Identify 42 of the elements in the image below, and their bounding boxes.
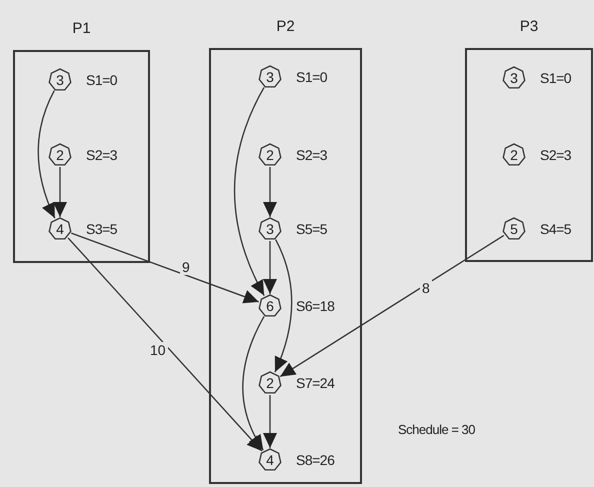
arrow [68, 237, 262, 452]
task-node: 3 [258, 65, 282, 89]
start-time-label: S1=0 [86, 71, 118, 89]
start-time-label: S1=0 [540, 69, 572, 87]
arrow [263, 241, 277, 294]
task-node: 2 [48, 143, 72, 167]
start-time-label: S1=0 [296, 68, 328, 86]
arrow [280, 234, 504, 378]
processor-label: P3 [520, 17, 538, 37]
start-time-label: S6=18 [296, 297, 334, 315]
arrow [242, 316, 265, 450]
start-time-label: S5=5 [296, 220, 328, 238]
task-node: 3 [48, 68, 72, 92]
arrow [263, 395, 277, 448]
task-node: 6 [258, 294, 282, 318]
arrow [263, 167, 277, 217]
start-time-label: S3=5 [86, 220, 118, 238]
schedule-note: Schedule = 30 [398, 421, 475, 439]
task-node: 4 [258, 448, 282, 472]
task-node: 5 [502, 217, 526, 241]
edge-label: 9 [180, 259, 192, 275]
task-node: 2 [502, 143, 526, 167]
start-time-label: S4=5 [540, 220, 572, 238]
arrow [234, 87, 265, 296]
edge-label: 8 [420, 280, 432, 296]
start-time-label: S2=3 [296, 146, 328, 164]
arrow [71, 232, 259, 304]
start-time-label: S2=3 [540, 146, 572, 164]
task-node: 3 [502, 66, 526, 90]
start-time-label: S8=26 [296, 451, 334, 469]
task-node: 4 [48, 217, 72, 241]
arrow [274, 239, 292, 372]
task-node: 2 [258, 371, 282, 395]
start-time-label: S7=24 [296, 374, 334, 392]
arrow [38, 90, 56, 218]
processor-label: P1 [72, 19, 91, 39]
task-node: 3 [258, 217, 282, 241]
task-node: 2 [258, 143, 282, 167]
edge-label: 10 [148, 342, 168, 358]
arrow [53, 167, 67, 217]
start-time-label: S2=3 [86, 146, 118, 164]
processor-label: P2 [276, 17, 295, 37]
